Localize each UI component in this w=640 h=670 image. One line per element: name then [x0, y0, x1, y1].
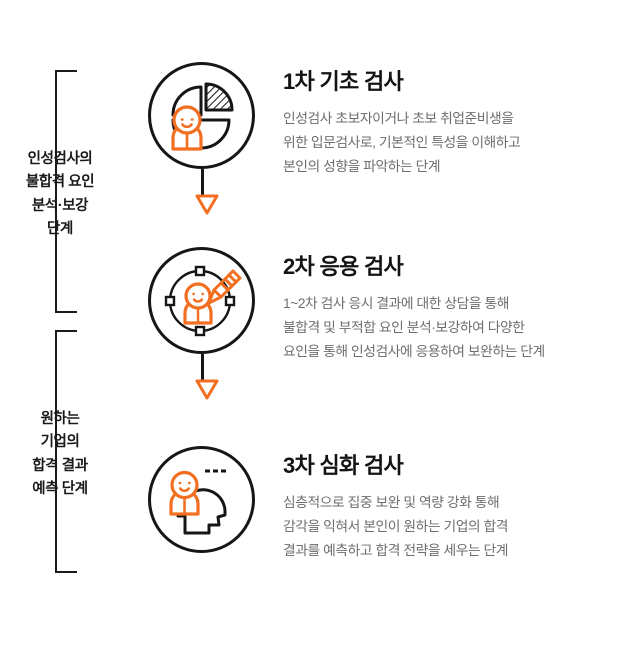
description-line: 결과를 예측하고 합격 전략을 세우는 단계	[283, 543, 509, 559]
step-3-title: 3차 심화 검사	[283, 453, 404, 478]
description-line: 요인을 통해 인성검사에 응용하여 보완하는 단계	[283, 344, 545, 360]
bracket-label-line: 원하는	[40, 411, 80, 427]
person-head-profile-icon	[168, 469, 226, 534]
description-line: 인성검사 초보자이거나 초보 취업준비생을	[283, 111, 514, 127]
step-1-icon-circle	[148, 62, 255, 169]
bracket-label-prediction-stage: 원하는 기업의 합격 결과 예측 단계	[0, 408, 120, 502]
description-line: 위한 입문검사로, 기본적인 특성을 이해하고	[283, 135, 521, 151]
step-1-title: 1차 기초 검사	[283, 69, 404, 94]
pie-chart-person-icon	[170, 82, 233, 151]
bracket-group-analysis-stage: 인성검사의 불합격 요인 분석·보강 단계	[0, 70, 125, 313]
description-line: 1~2차 검사 응시 결과에 대한 상담을 통해	[283, 296, 509, 312]
bracket-label-line: 분석·보강	[31, 197, 89, 214]
step-3-description: 심층적으로 집중 보완 및 역량 강화 통해 감각을 익혀서 본인이 원하는 기…	[283, 491, 633, 563]
step-3-text-block: 3차 심화 검사 심층적으로 집중 보완 및 역량 강화 통해 감각을 익혀서 …	[283, 453, 633, 563]
person-pencil-target-icon	[164, 265, 241, 336]
bracket-label-analysis-stage: 인성검사의 불합격 요인 분석·보강 단계	[0, 148, 120, 242]
down-arrow-icon	[194, 193, 220, 222]
bracket-label-line: 단계	[47, 221, 73, 238]
bracket-line-analysis	[55, 70, 81, 313]
step-2-icon-circle	[148, 247, 255, 354]
description-line: 불합격 및 부적합 요인 분석·보강하여 다양한	[283, 320, 525, 336]
description-line: 본인의 성향을 파악하는 단계	[283, 159, 441, 175]
down-arrow-icon	[194, 378, 220, 407]
bracket-label-line: 기업의	[40, 434, 80, 451]
description-line: 심층적으로 집중 보완 및 역량 강화 통해	[283, 495, 500, 511]
bracket-tick-top	[55, 70, 77, 72]
step-3-icon-circle	[148, 446, 255, 553]
bracket-tick-bottom	[55, 571, 77, 573]
bracket-label-line: 인성검사의	[27, 151, 93, 167]
bracket-tick-bottom	[55, 311, 77, 313]
description-line: 감각을 익혀서 본인이 원하는 기업의 합격	[283, 519, 509, 535]
connector-2-to-3	[194, 354, 219, 404]
step-1-description: 인성검사 초보자이거나 초보 취업준비생을 위한 입문검사로, 기본적인 특성을…	[283, 107, 633, 179]
connector-stem	[201, 354, 204, 380]
connector-1-to-2	[194, 169, 219, 219]
bracket-line-prediction	[55, 330, 81, 573]
step-2-title: 2차 응용 검사	[283, 254, 404, 279]
step-1-text-block: 1차 기초 검사 인성검사 초보자이거나 초보 취업준비생을 위한 입문검사로,…	[283, 69, 633, 179]
bracket-label-line: 합격 결과	[32, 457, 88, 474]
bracket-tick-top	[55, 330, 77, 332]
bracket-group-prediction-stage: 원하는 기업의 합격 결과 예측 단계	[0, 330, 125, 573]
bracket-label-line: 불합격 요인	[25, 174, 95, 191]
bracket-label-line: 예측 단계	[32, 481, 88, 498]
connector-stem	[201, 169, 204, 195]
bracket-vertical-line	[55, 70, 57, 313]
step-2-text-block: 2차 응용 검사 1~2차 검사 응시 결과에 대한 상담을 통해 불합격 및 …	[283, 254, 633, 364]
bracket-vertical-line	[55, 330, 57, 573]
step-2-description: 1~2차 검사 응시 결과에 대한 상담을 통해 불합격 및 부적합 요인 분석…	[283, 292, 633, 364]
